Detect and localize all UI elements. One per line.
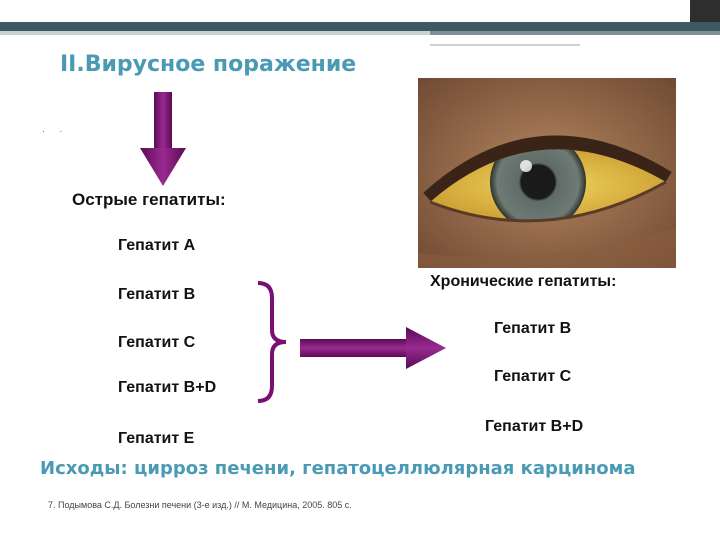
acute-item-a: Гепатит А <box>118 237 196 254</box>
chronic-hepatitis-heading: Хронические гепатиты: <box>430 273 617 290</box>
reference-citation: 7. Подымова С.Д. Болезни печени (3-е изд… <box>48 500 352 510</box>
chronic-item-c: Гепатит С <box>494 368 572 385</box>
header-top-strip <box>0 0 720 22</box>
header-line-left <box>0 31 430 35</box>
acute-item-e: Гепатит Е <box>118 430 195 447</box>
down-arrow-icon <box>140 92 186 186</box>
dot-marks: . . <box>42 124 69 135</box>
acute-item-b: Гепатит В <box>118 286 196 303</box>
header-line-right <box>430 31 720 35</box>
jaundiced-eye-photo <box>418 78 676 268</box>
acute-hepatitis-heading: Острые гепатиты: <box>72 190 226 209</box>
header-thin-line <box>430 44 580 46</box>
acute-item-bd: Гепатит В+D <box>118 379 217 396</box>
chronic-item-bd: Гепатит В+D <box>485 418 584 435</box>
chronic-item-b: Гепатит В <box>494 320 572 337</box>
header-dark-corner <box>690 0 720 22</box>
header-teal-bar <box>0 22 720 31</box>
slide-title: II.Вирусное поражение <box>60 52 357 77</box>
acute-item-c: Гепатит С <box>118 334 196 351</box>
right-arrow-icon <box>300 327 446 369</box>
outcomes-text: Исходы: цирроз печени, гепатоцеллюлярная… <box>40 458 636 479</box>
curly-brace-icon <box>257 281 287 403</box>
